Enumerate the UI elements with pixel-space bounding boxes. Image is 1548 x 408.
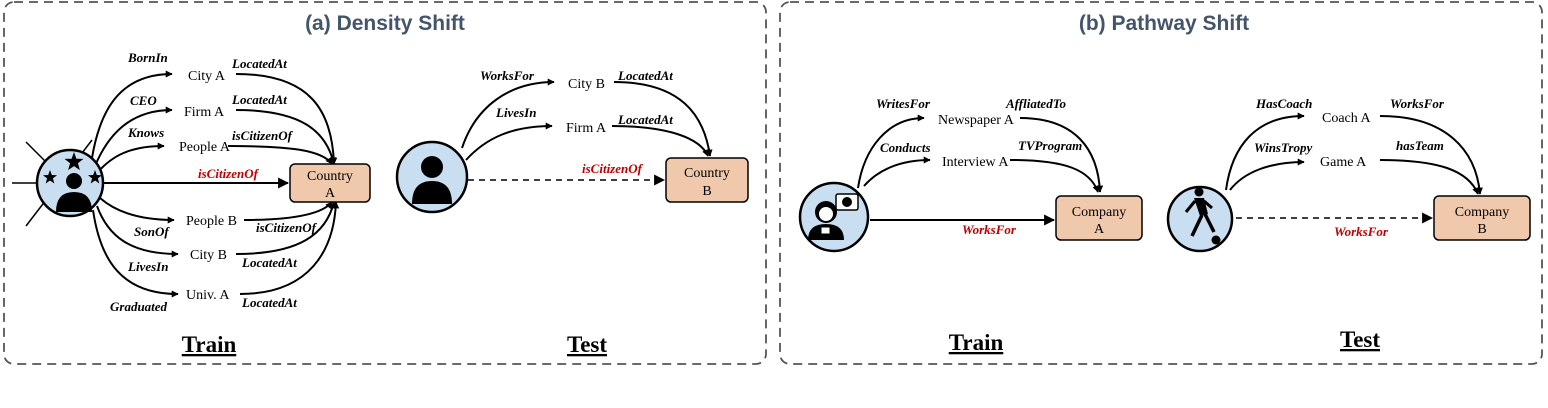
edge-writesfor [857, 114, 925, 189]
relation-label: LocatedAt [241, 255, 297, 270]
relation-label: WorksFor [480, 68, 535, 83]
node-label: Firm A [184, 105, 225, 120]
target-country-b: Country B [665, 157, 749, 203]
node-label: City A [188, 69, 226, 84]
target-company-a: Company A [1055, 195, 1143, 241]
edge-locatedat [235, 109, 336, 165]
panel-a-title: (a) Density Shift [305, 12, 465, 35]
node-label: Game A [1320, 155, 1367, 170]
node-label: Univ. A [186, 288, 230, 303]
relation-label: hasTeam [1396, 138, 1444, 153]
panel-a-frame [3, 1, 767, 365]
svg-text:Company: Company [1072, 205, 1126, 220]
svg-text:Company: Company [1455, 205, 1509, 220]
edge-locatedat [613, 81, 713, 157]
node-label: Firm A [566, 121, 607, 136]
edge-affliatedto [1019, 117, 1104, 193]
relation-label: LivesIn [495, 105, 536, 120]
split-label-train: Train [949, 330, 1004, 355]
panel-a-train-graph: City A Firm A People A People B City B U… [12, 50, 371, 357]
edge-graduated [92, 209, 179, 298]
relation-label: LocatedAt [617, 68, 673, 83]
edge-conducts [863, 156, 931, 187]
split-label-train: Train [182, 332, 237, 357]
relation-label: LocatedAt [241, 295, 297, 310]
relation-label: SonOf [134, 224, 170, 239]
relation-label: Conducts [880, 140, 931, 155]
node-label: Coach A [1322, 111, 1371, 126]
relation-label: TVProgram [1018, 138, 1082, 153]
panel-b-title: (b) Pathway Shift [1079, 12, 1249, 35]
direct-relation-label: WorksFor [962, 222, 1017, 237]
relation-label: BornIn [127, 50, 168, 65]
node-label: City B [190, 248, 227, 263]
node-label: Newspaper A [938, 113, 1015, 128]
relation-label: WinsTropy [1254, 140, 1312, 155]
svg-text:Country: Country [684, 166, 730, 181]
relation-label: LivesIn [127, 259, 168, 274]
relation-label: isCitizenOf [256, 220, 318, 235]
panel-a-test-graph: City B Firm A WorksFor LivesIn LocatedAt… [395, 68, 749, 357]
edge-worksfor [461, 78, 555, 149]
panel-b-train-graph: Newspaper A Interview A WritesFor Conduc… [798, 96, 1143, 355]
query-relation-label: isCitizenOf [582, 161, 644, 176]
relation-label: LocatedAt [231, 56, 287, 71]
soccer-player-icon [1166, 185, 1234, 253]
edge-locatedat [235, 73, 338, 165]
node-label: People B [186, 214, 237, 229]
relation-label: HasCoach [1255, 96, 1312, 111]
edge-iscitizenof [243, 201, 333, 221]
panel-b-test-graph: Coach A Game A HasCoach WinsTropy WorksF… [1166, 96, 1531, 352]
target-country-a: Country A [289, 163, 371, 203]
svg-text:Country: Country [307, 169, 353, 184]
edge-locatedat [235, 201, 336, 255]
target-company-b: Company B [1433, 195, 1531, 241]
edge-knows [97, 142, 165, 173]
panel-b-frame [779, 1, 1543, 365]
edge-hasteam [1379, 159, 1479, 195]
relation-label: AffliatedTo [1005, 96, 1066, 111]
relation-label: WritesFor [876, 96, 931, 111]
edge-sonof [99, 197, 175, 224]
node-label: People A [179, 140, 231, 155]
celebrity-icon [35, 148, 105, 218]
edge-hascoach [1225, 112, 1305, 191]
edge-tvprogram [1009, 159, 1100, 193]
edge-winstropy [1229, 158, 1305, 191]
edge-worksfor [1379, 115, 1483, 195]
relation-label: LocatedAt [231, 92, 287, 107]
panel-density-shift: (a) Density Shift [3, 1, 767, 365]
journalist-icon [798, 181, 870, 253]
relation-label: Graduated [110, 299, 168, 314]
node-label: City B [568, 77, 605, 92]
svg-text:B: B [1477, 222, 1486, 237]
panel-pathway-shift: (b) Pathway Shift Newspaper A Interview … [779, 1, 1543, 365]
direct-relation-label: isCitizenOf [198, 166, 260, 181]
relation-label: CEO [130, 93, 157, 108]
svg-text:A: A [325, 186, 336, 201]
edge-livesin [465, 122, 553, 161]
node-label: Interview A [942, 155, 1009, 170]
edge-bornin [91, 70, 173, 159]
relation-label: isCitizenOf [232, 128, 294, 143]
relation-label: WorksFor [1390, 96, 1445, 111]
relation-label: Knows [127, 125, 164, 140]
split-label-test: Test [567, 332, 607, 357]
query-relation-label: WorksFor [1334, 224, 1389, 239]
split-label-test: Test [1340, 327, 1380, 352]
relation-label: LocatedAt [617, 112, 673, 127]
edge-livesin [96, 205, 179, 258]
edge-iscitizenof [227, 145, 333, 165]
edge-locatedat [239, 201, 340, 295]
person-icon [395, 140, 469, 214]
svg-text:B: B [702, 184, 711, 199]
edge-locatedat [611, 125, 709, 157]
edge-ceo [94, 106, 173, 167]
svg-text:A: A [1094, 222, 1105, 237]
